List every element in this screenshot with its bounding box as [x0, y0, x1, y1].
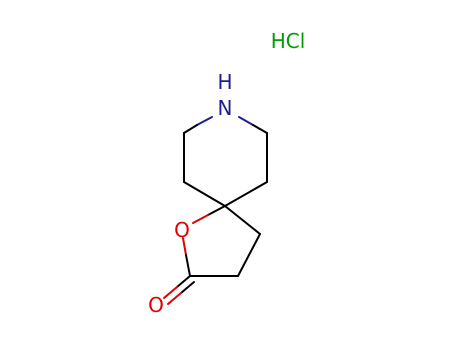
bond-c2a-n [183, 124, 198, 134]
hcl-salt-label: HCl [271, 29, 306, 53]
bond-n-c6a [238, 116, 254, 126]
bond-c4-c3 [237, 233, 261, 277]
bond-c5-spiro [224, 181, 268, 207]
bond-carbonyl-1b [163, 286, 178, 299]
ring-oxygen-label: O [174, 218, 190, 242]
bond-c3-spiro [183, 181, 226, 207]
bond-o-c2 [182, 237, 187, 256]
bond-c6a-n [252, 124, 268, 134]
bond-n-c2a [196, 116, 213, 126]
bond-o-spiro [192, 214, 209, 224]
nitrogen-hydrogen-label: H [217, 70, 232, 94]
nitrogen-atom-label: N [218, 96, 233, 120]
bond-spiro-o [207, 205, 226, 216]
bond-carbonyl-2 [180, 281, 195, 294]
bond-carbonyl-2b [167, 292, 182, 305]
piperidine-ring [183, 116, 268, 207]
carbonyl-oxygen-label: O [148, 293, 164, 317]
bond-carbonyl-1 [176, 275, 191, 288]
bond-spiro-c4 [224, 205, 261, 235]
lactone-ring [163, 205, 261, 305]
bond-c2-o [185, 254, 191, 277]
